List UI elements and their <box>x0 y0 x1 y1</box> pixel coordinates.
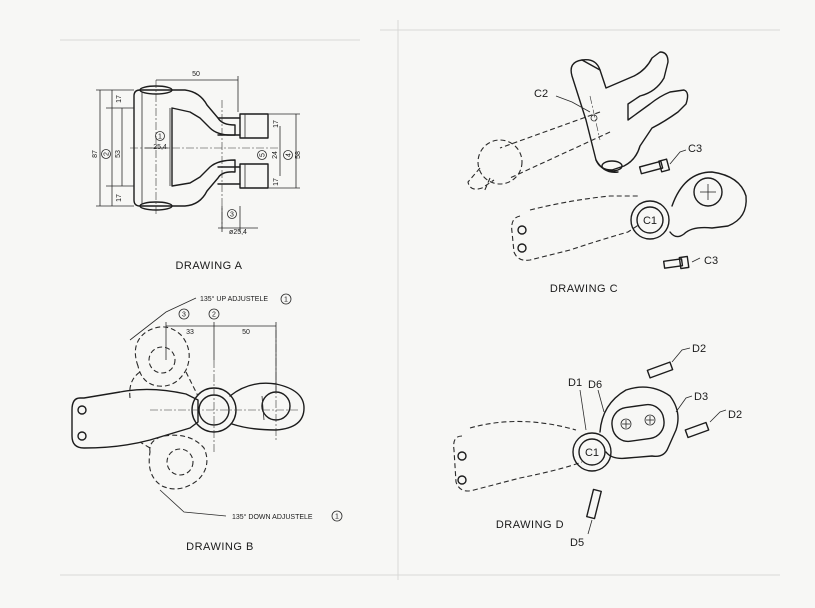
dim-53: 53 <box>115 150 122 158</box>
circle-marker-5 <box>257 150 267 160</box>
circle-marker-3b <box>178 308 190 320</box>
dim-87: 87 <box>92 150 99 158</box>
label-c3-bottom: C3 <box>704 255 718 267</box>
dim-width-50: 50 <box>192 71 200 78</box>
caption-drawing-d: DRAWING D <box>496 519 564 531</box>
caption-drawing-b: DRAWING B <box>186 541 254 553</box>
screw-d5 <box>586 488 602 520</box>
circle-marker-4 <box>283 150 293 160</box>
circle-label-4: 4 <box>286 153 293 157</box>
label-d5: D5 <box>570 537 584 549</box>
drawing-a: 50 17 87 2 53 17 1 25,4 17 17 5 24 4 58 <box>92 71 302 272</box>
circle-label-1b-down: 1 <box>335 514 339 521</box>
scan-artifacts <box>60 20 780 580</box>
drawing-b: 33 50 3 2 135° UP ADJUSTELE 1 135° DOWN … <box>71 293 343 553</box>
circle-marker-2 <box>101 149 111 159</box>
screw-c3-bottom <box>662 255 690 270</box>
circle-marker-3 <box>227 209 237 219</box>
drawing-c: C1 C3 C3 C2 DRAWING C <box>467 51 747 295</box>
circle-marker-2b <box>208 308 220 320</box>
circle-label-2: 2 <box>104 152 111 156</box>
caption-drawing-a: DRAWING A <box>175 260 242 272</box>
label-d3: D3 <box>694 391 708 403</box>
dim-58: 58 <box>295 151 302 159</box>
label-d1: D1 <box>568 377 582 389</box>
dim-diameter-25-4: ø25,4 <box>229 229 247 236</box>
screw-c3-top <box>638 158 671 175</box>
drawing-d: C1 D2 D3 D2 D1 D6 D5 DRAWING D <box>453 343 742 549</box>
circle-label-1: 1 <box>158 134 162 141</box>
circle-label-3b: 3 <box>182 312 186 319</box>
circle-label-1b-up: 1 <box>284 297 288 304</box>
label-c2: C2 <box>534 88 548 100</box>
circle-marker-1b-up <box>280 293 292 305</box>
circle-label-2b: 2 <box>212 312 216 319</box>
circle-marker-1b-down <box>331 510 343 522</box>
circle-marker-1 <box>155 131 165 141</box>
circle-label-5: 5 <box>260 153 267 157</box>
dim-17-right-top: 17 <box>273 120 280 128</box>
dim-50: 50 <box>242 329 250 336</box>
dim-17-right-bottom: 17 <box>273 178 280 186</box>
label-c1-d: C1 <box>585 447 599 459</box>
screw-d2-right <box>684 421 710 439</box>
label-c3-top: C3 <box>688 143 702 155</box>
label-d6: D6 <box>588 379 602 391</box>
label-d2-top: D2 <box>692 343 706 355</box>
note-down-adjustable: 135° DOWN ADJUSTELE <box>232 513 313 521</box>
dim-25-4: 25,4 <box>153 144 167 151</box>
label-d2-right: D2 <box>728 409 742 421</box>
dim-33: 33 <box>186 329 194 336</box>
label-c1: C1 <box>643 215 657 227</box>
note-up-adjustable: 135° UP ADJUSTELE <box>200 295 268 303</box>
screw-d2-top <box>646 361 674 379</box>
dim-24: 24 <box>272 151 279 159</box>
circle-label-3: 3 <box>230 212 234 219</box>
dim-17-bottom: 17 <box>116 194 123 202</box>
dim-17-top: 17 <box>116 95 123 103</box>
caption-drawing-c: DRAWING C <box>550 283 618 295</box>
